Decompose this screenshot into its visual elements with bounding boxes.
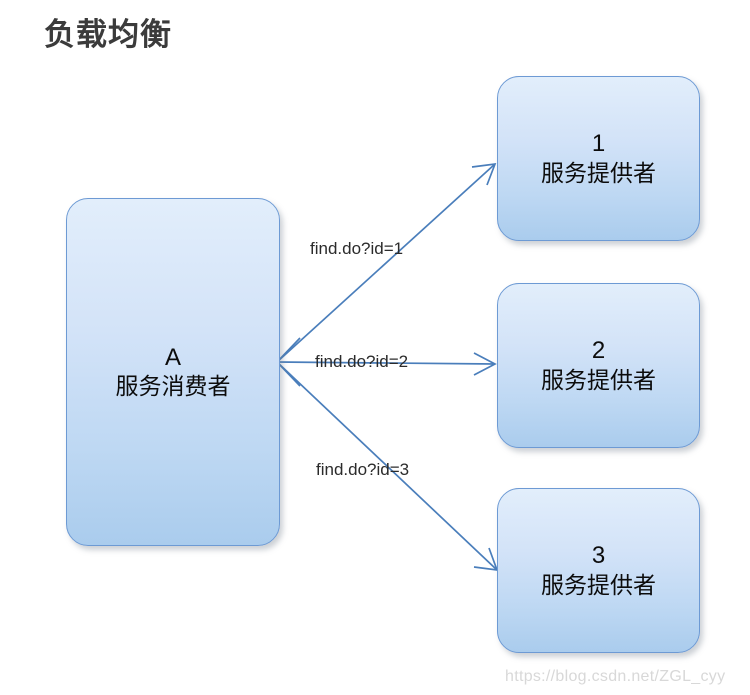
node-provider-3-label: 服务提供者: [541, 571, 656, 598]
node-service-provider-3[interactable]: 3 服务提供者: [497, 488, 700, 653]
node-consumer-label: 服务消费者: [115, 373, 231, 400]
node-service-consumer[interactable]: A 服务消费者: [66, 198, 280, 546]
node-provider-1-id: 1: [591, 130, 606, 158]
edge-label-request-1: find.do?id=1: [310, 239, 404, 258]
node-provider-2-id: 2: [591, 337, 606, 365]
edge-label-request-2: find.do?id=2: [315, 352, 409, 371]
node-consumer-id: A: [164, 343, 181, 371]
edge-tail-arrowhead-icon: [275, 337, 301, 387]
node-provider-3-id: 3: [591, 542, 606, 570]
node-provider-1-label: 服务提供者: [541, 159, 656, 186]
watermark-text: https://blog.csdn.net/ZGL_cyy: [505, 668, 726, 685]
node-service-provider-2[interactable]: 2 服务提供者: [497, 283, 700, 448]
node-provider-2-label: 服务提供者: [541, 366, 656, 393]
edge-label-request-3: find.do?id=3: [316, 460, 410, 479]
edge-to-provider-1: [276, 162, 497, 363]
page-title: 负载均衡: [44, 17, 172, 52]
node-service-provider-1[interactable]: 1 服务提供者: [497, 76, 700, 241]
